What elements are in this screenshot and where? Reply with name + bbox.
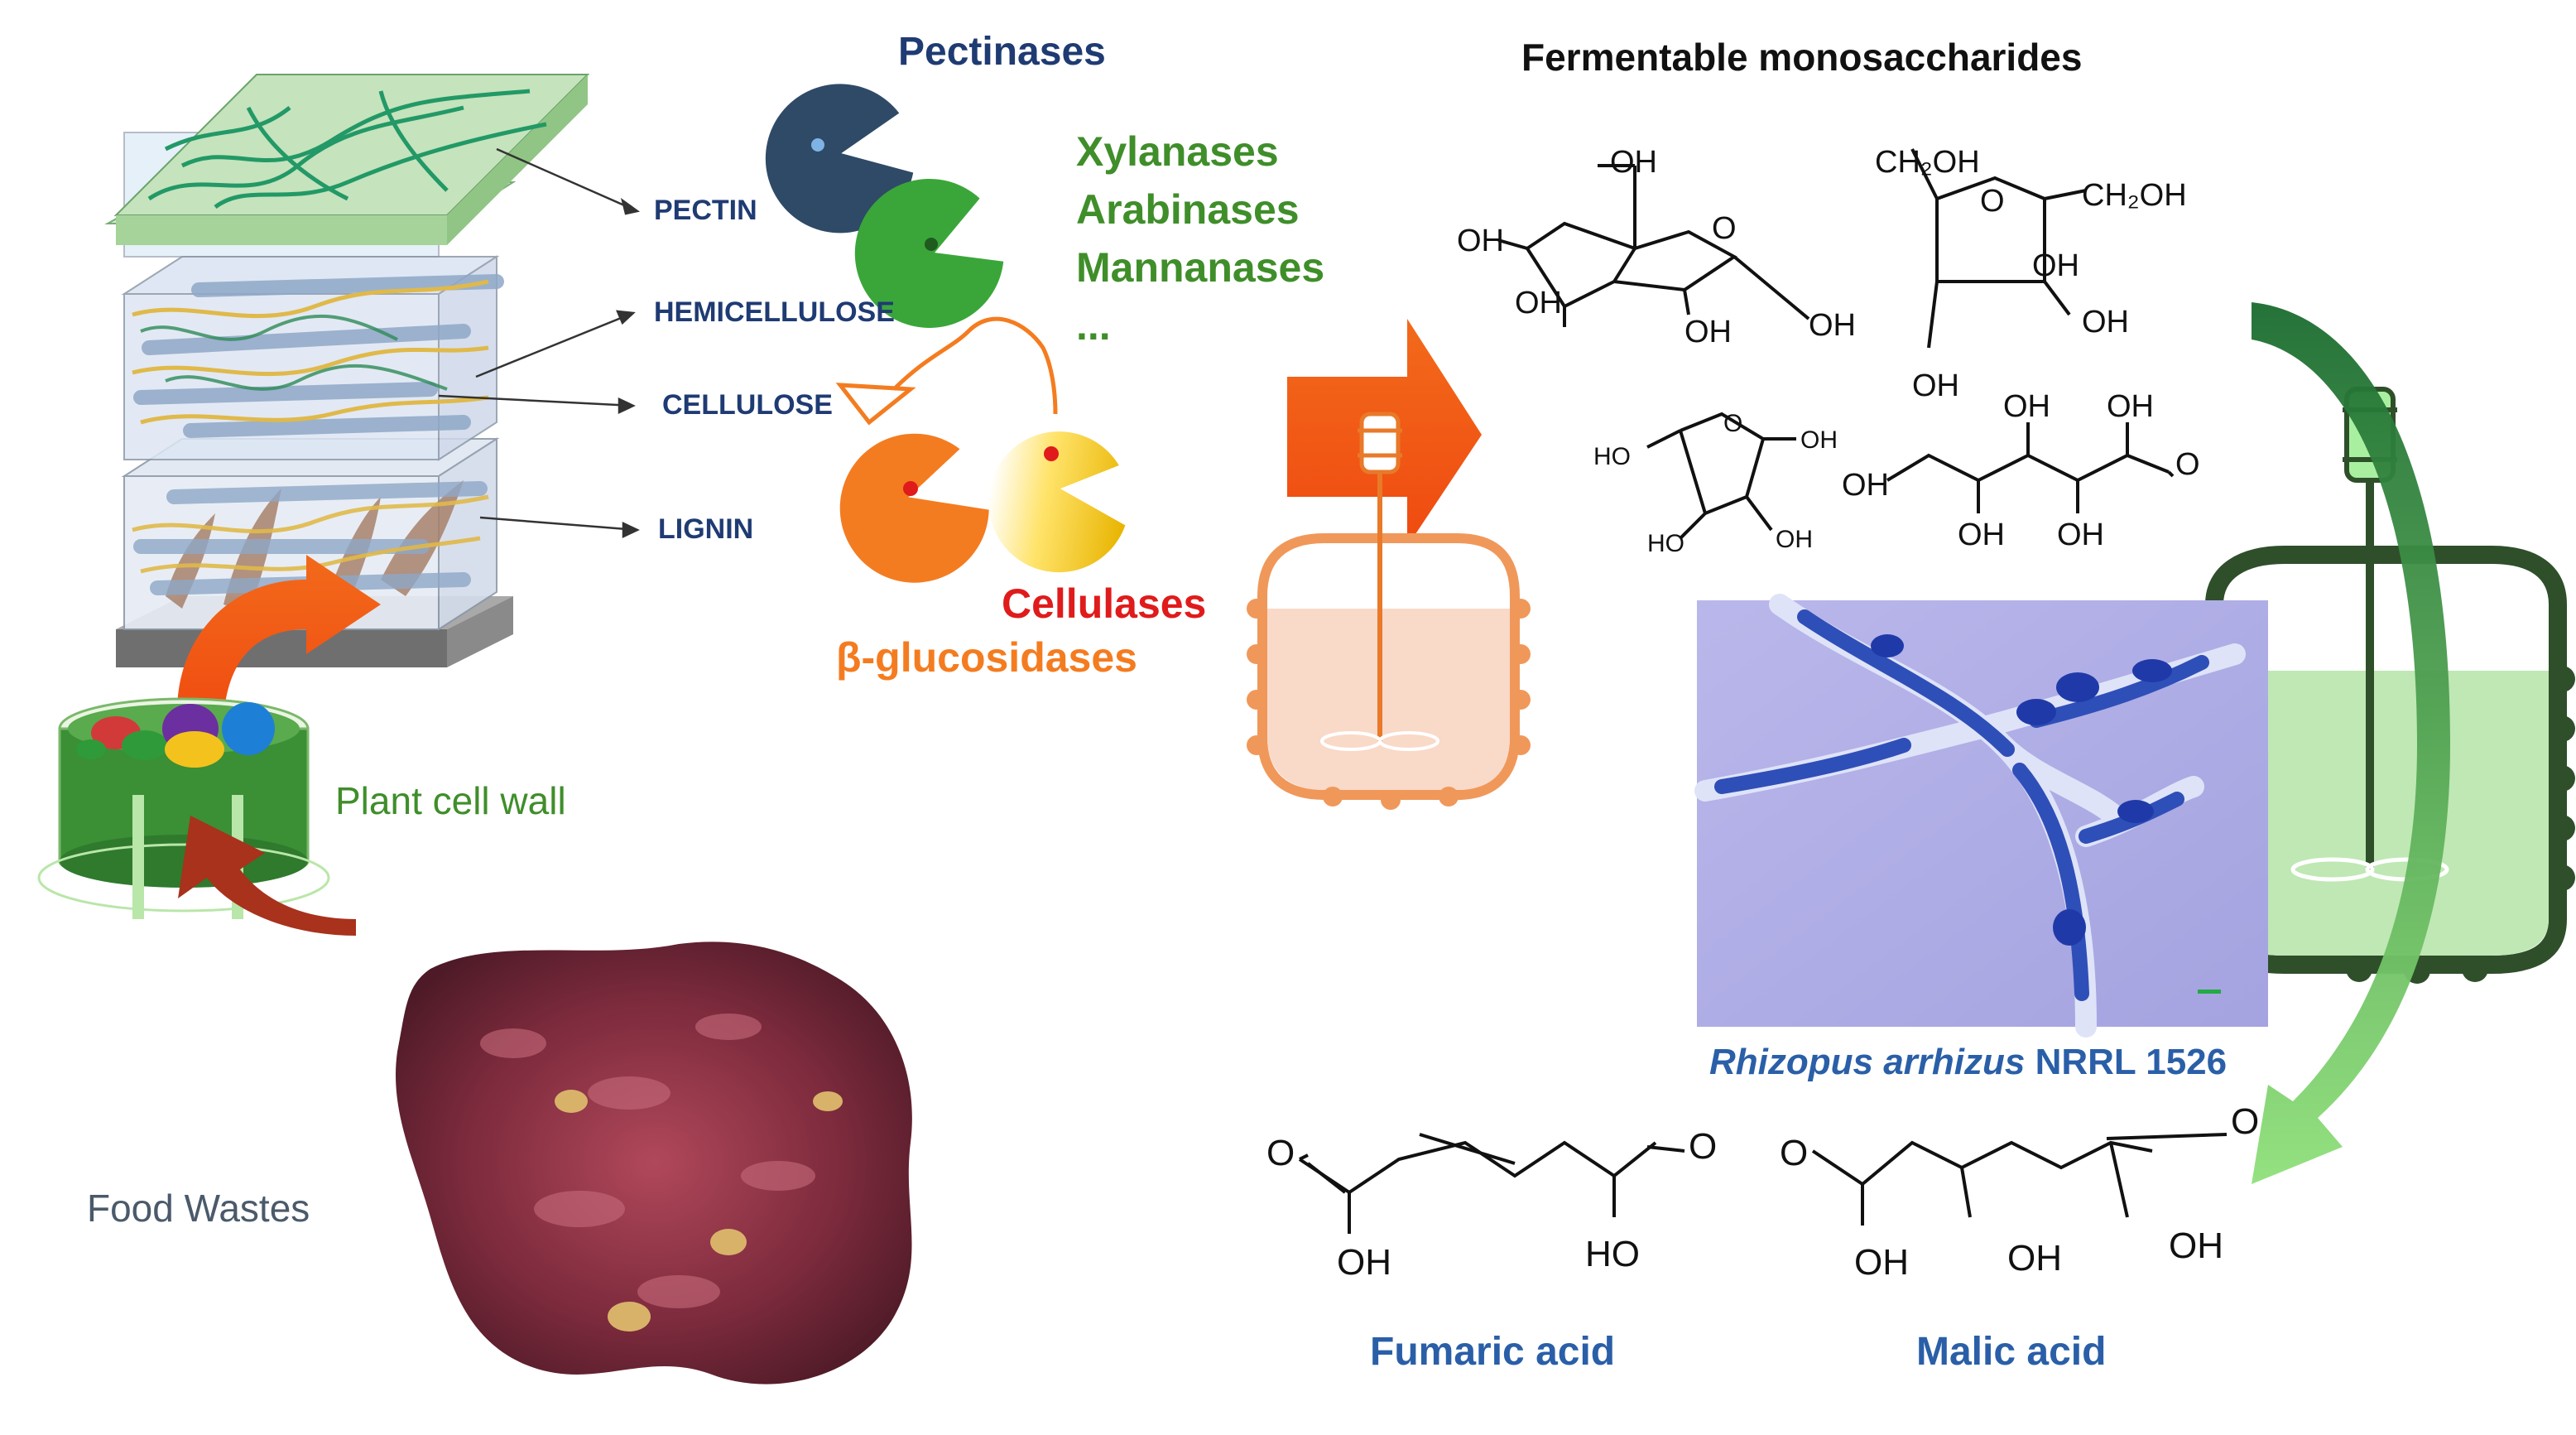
organism-label: Rhizopus arrhizus NRRL 1526 <box>1709 1042 2227 1083</box>
food-wastes-image <box>396 941 912 1384</box>
mannanases-label: Mannanases <box>1076 244 1325 291</box>
glucose-ring-o: O <box>1712 211 1737 246</box>
malic-oh-left: OH <box>1854 1242 1909 1283</box>
glucose-oh-left: OH <box>1457 224 1504 258</box>
arabinases-label: Arabinases <box>1076 186 1300 233</box>
fructose-oh-inner: OH <box>2032 248 2079 283</box>
fructose-ch2oh-left: CH₂OH <box>1875 145 1980 180</box>
lignin-label: LIGNIN <box>658 513 754 545</box>
pectin-label: PECTIN <box>654 195 757 226</box>
ribose-ho-bottom: HO <box>1647 530 1684 557</box>
fumaric-acid-label: Fumaric acid <box>1370 1330 1616 1374</box>
pectinase-pacman-icon <box>765 84 914 234</box>
beta-glucosidases-label: β-glucosidases <box>836 634 1137 681</box>
ribose-oh-right: OH <box>1800 426 1838 454</box>
ribose-oh-bottom: OH <box>1776 526 1813 553</box>
enzymes-ellipsis: ... <box>1076 302 1111 349</box>
glucose-oh-right: OH <box>1809 308 1856 343</box>
cellulase-path-icon <box>892 316 1058 415</box>
fermentable-title: Fermentable monosaccharides <box>1521 36 2083 79</box>
cellulase-pacman-icon <box>988 431 1126 573</box>
xylanases-label: Xylanases <box>1076 128 1279 175</box>
hemicellulose-label: HEMICELLULOSE <box>654 296 895 328</box>
malic-oh-right: OH <box>2169 1226 2223 1266</box>
plant-cell-wall-label: Plant cell wall <box>335 779 566 822</box>
food-wastes-label: Food Wastes <box>87 1187 310 1230</box>
glucose-oh-bottom: OH <box>1684 315 1732 349</box>
malic-oh-middle: OH <box>2007 1238 2062 1278</box>
fructose-ring-o: O <box>1980 184 2005 219</box>
chain-oh-top-1: OH <box>2003 389 2050 424</box>
chain-oh-bottom-2: OH <box>2057 518 2104 552</box>
chain-oh-left: OH <box>1842 468 1889 503</box>
cellulose-fragment-icon <box>835 383 916 426</box>
cell-wall-layers <box>104 74 590 667</box>
fructose-oh-bottom: OH <box>1912 368 1959 403</box>
cellulose-label: CELLULOSE <box>662 389 833 421</box>
cellulases-label: Cellulases <box>1002 580 1207 627</box>
fructose-ch2oh-right: CH₂OH <box>2082 178 2187 213</box>
layer-leader-lines <box>438 147 641 538</box>
fumaric-ho: HO <box>1585 1234 1640 1274</box>
pectinases-label: Pectinases <box>898 30 1106 74</box>
malic-acid-label: Malic acid <box>1916 1330 2107 1374</box>
fumaric-o-left: O <box>1266 1133 1295 1173</box>
organism-strain: NRRL 1526 <box>2035 1042 2228 1082</box>
waste-to-cell-arrow <box>178 816 356 981</box>
sugar-structures <box>1497 148 2175 540</box>
plant-cell <box>37 697 330 919</box>
cell-to-wall-arrow <box>176 555 381 729</box>
fumaric-oh: OH <box>1337 1242 1391 1283</box>
rhizopus-micrograph <box>1694 594 2268 1038</box>
fumaric-o-right: O <box>1689 1126 1718 1167</box>
glucose-oh-top: OH <box>1610 145 1657 180</box>
ribose-ho-left: HO <box>1593 443 1631 470</box>
glucose-oh-bottom-left: OH <box>1515 286 1562 320</box>
malic-o-left: O <box>1780 1133 1809 1173</box>
ribose-ring-o: O <box>1723 410 1743 437</box>
chain-aldehyde-o: O <box>2175 447 2200 482</box>
malic-o-right: O <box>2231 1101 2260 1142</box>
hydrolysis-reactor-icon <box>1247 412 1531 810</box>
chain-oh-top-2: OH <box>2107 389 2154 424</box>
chain-oh-bottom-1: OH <box>1958 518 2005 552</box>
fructose-oh-right: OH <box>2082 305 2129 339</box>
beta-glucosidase-pacman-icon <box>839 433 989 583</box>
organism-species: Rhizopus arrhizus <box>1709 1042 2026 1082</box>
fermentation-flow-arrow <box>2252 302 2450 1184</box>
acid-structures <box>1298 1133 2228 1234</box>
xylanase-pacman-icon <box>854 179 1004 328</box>
